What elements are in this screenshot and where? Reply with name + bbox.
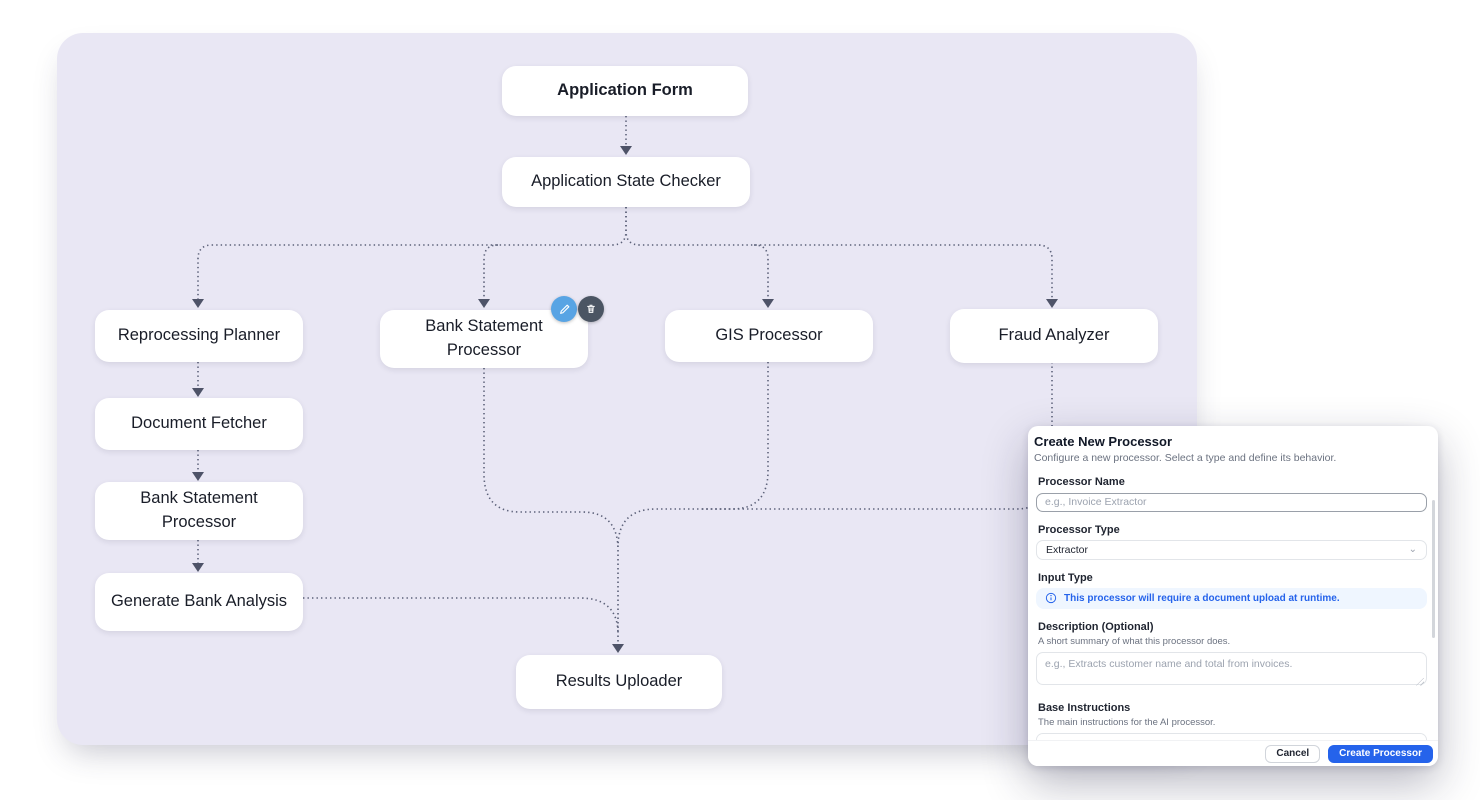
cancel-button[interactable]: Cancel [1265,744,1321,763]
edit-node-button[interactable] [551,296,577,322]
processor-type-select[interactable]: Extractor ⌄ [1036,539,1427,560]
processor-name-input[interactable] [1036,492,1427,512]
flow-node-application-form[interactable]: Application Form [502,66,748,116]
modal-footer: Cancel Create Processor [1028,740,1438,766]
modal-header: Create New Processor Configure a new pro… [1028,426,1438,464]
input-type-label: Input Type [1038,571,1093,584]
flow-canvas[interactable] [57,33,1197,745]
processor-type-label: Processor Type [1038,523,1120,536]
input-type-notice: This processor will require a document u… [1036,587,1427,609]
chevron-down-icon: ⌄ [1408,544,1417,555]
base-instructions-label: Base Instructions [1038,701,1131,714]
flow-node-bank-statement-processor-main[interactable]: Bank Statement Processor [380,310,588,368]
modal-subtitle: Configure a new processor. Select a type… [1034,452,1337,464]
flow-node-application-state-checker[interactable]: Application State Checker [502,157,750,207]
flow-node-generate-bank-analysis[interactable]: Generate Bank Analysis [95,573,303,631]
modal-body: Processor Name Processor Type Extractor … [1028,464,1438,745]
processor-name-label: Processor Name [1038,476,1125,488]
modal-scrollbar[interactable] [1432,500,1435,638]
description-helper: A short summary of what this processor d… [1038,635,1231,647]
modal-title: Create New Processor [1034,434,1173,449]
trash-icon [585,303,597,315]
flow-node-results-uploader[interactable]: Results Uploader [516,655,722,709]
pencil-icon [558,303,571,316]
flow-node-bank-statement-processor-sub[interactable]: Bank Statement Processor [95,482,303,540]
create-processor-modal: Create New Processor Configure a new pro… [1028,426,1438,766]
description-label: Description (Optional) [1038,620,1154,633]
flow-node-fraud-analyzer[interactable]: Fraud Analyzer [950,309,1158,363]
flow-node-reprocessing-planner[interactable]: Reprocessing Planner [95,310,303,362]
create-processor-button[interactable]: Create Processor [1328,744,1433,763]
processor-type-value: Extractor [1046,543,1089,556]
base-instructions-helper: The main instructions for the AI process… [1038,716,1216,728]
description-textarea[interactable] [1036,651,1427,685]
input-type-notice-text: This processor will require a document u… [1064,592,1340,604]
info-icon [1045,592,1057,604]
delete-node-button[interactable] [578,296,604,322]
flow-node-gis-processor[interactable]: GIS Processor [665,310,873,362]
flow-node-document-fetcher[interactable]: Document Fetcher [95,398,303,450]
